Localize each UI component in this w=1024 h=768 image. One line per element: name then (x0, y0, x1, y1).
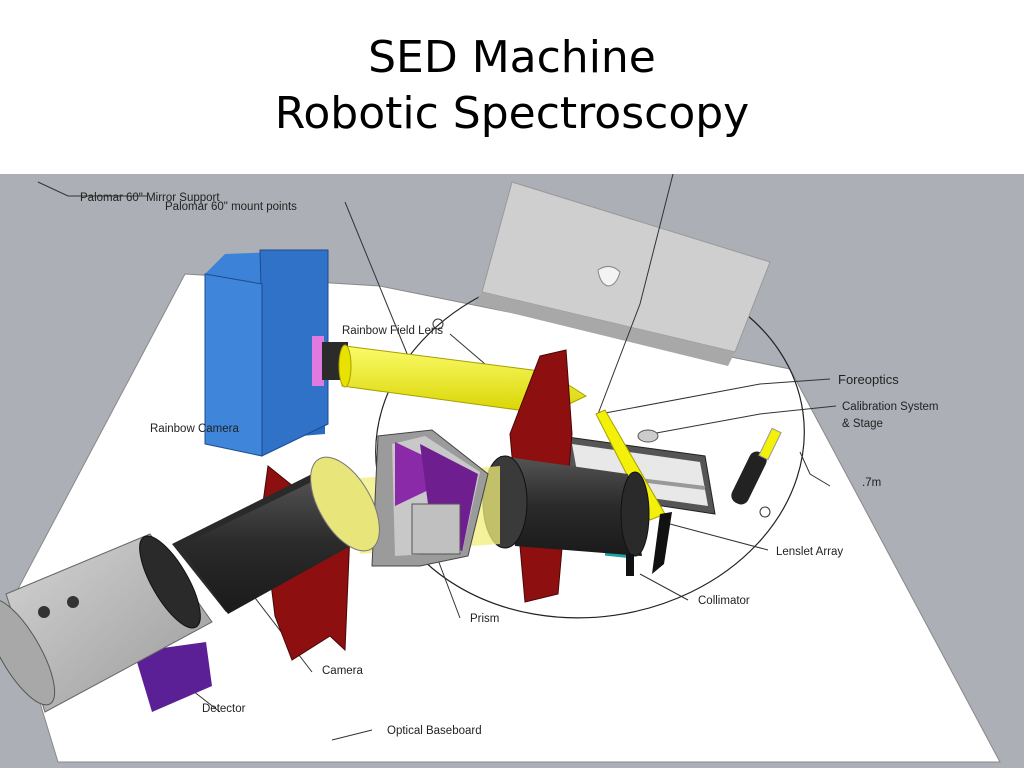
laptop (474, 181, 771, 366)
slide-title: SED Machine Robotic Spectroscopy (0, 30, 1024, 142)
label-camera: Camera (322, 665, 364, 677)
detector (0, 533, 213, 713)
label-mirror-support: Palomar 60" Mirror Support (80, 192, 220, 204)
label-radius: .7m (862, 477, 881, 489)
slide-title-line-2: Robotic Spectroscopy (274, 88, 750, 139)
label-rainbow-camera: Rainbow Camera (150, 423, 239, 435)
apple-logo-icon (597, 266, 621, 287)
label-calibration-line-2: & Stage (842, 418, 883, 430)
label-optical-baseboard: Optical Baseboard (387, 725, 482, 737)
prism-assembly (371, 429, 489, 567)
label-prism: Prism (470, 613, 499, 625)
instrument-diagram: Palomar 60" Mirror Support Palomar 60" m… (0, 174, 1024, 768)
label-rainbow-field-lens: Rainbow Field Lens (342, 325, 443, 337)
rainbow-camera (204, 249, 348, 457)
label-detector: Detector (202, 703, 246, 715)
calibration-lamp (731, 427, 782, 505)
camera-tube (172, 456, 380, 614)
label-mount-points: Palomar 60" mount points (165, 201, 297, 213)
label-calibration-line-1: Calibration System (842, 401, 939, 413)
label-foreoptics: Foreoptics (838, 372, 899, 387)
label-lenslet-array: Lenslet Array (776, 546, 843, 558)
slide-title-line-1: SED Machine (368, 32, 656, 83)
lenslet-array (652, 512, 672, 574)
label-collimator: Collimator (698, 595, 750, 607)
